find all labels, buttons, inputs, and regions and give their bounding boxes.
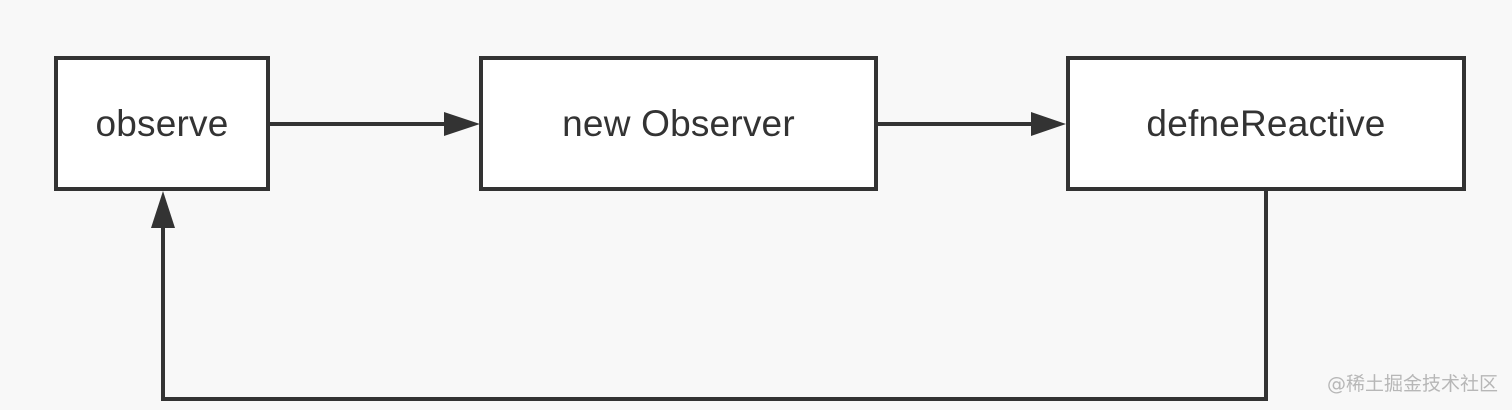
arrowhead-to-observe	[151, 191, 175, 228]
watermark-text: @稀土掘金技术社区	[1326, 373, 1498, 395]
observe-node: observe	[54, 56, 270, 191]
observe-node-label: observe	[95, 102, 229, 144]
define-reactive-node-label: defneReactive	[1146, 102, 1386, 144]
connector-define-reactive-to-observe	[161, 191, 1268, 401]
new-observer-node: new Observer	[479, 56, 878, 191]
new-observer-node-label: new Observer	[562, 102, 795, 144]
define-reactive-node: defneReactive	[1066, 56, 1466, 191]
arrowhead-to-define-reactive	[1031, 112, 1066, 136]
arrowhead-to-new-observer	[444, 112, 480, 136]
